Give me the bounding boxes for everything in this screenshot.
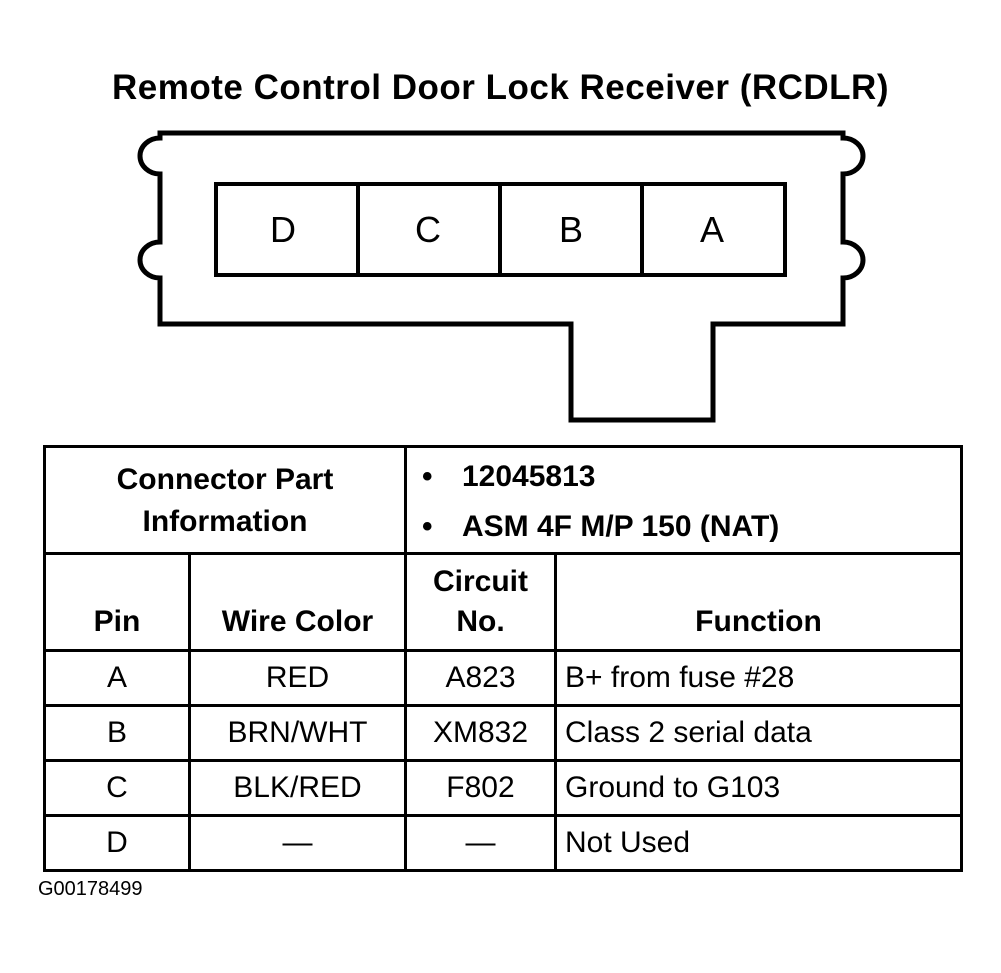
header-circuit-no: Circuit No. — [404, 552, 557, 652]
bullet-icon: • — [422, 510, 433, 543]
diagram-title: Remote Control Door Lock Receiver (RCDLR… — [112, 68, 889, 107]
cavity-label-c: C — [415, 209, 441, 250]
part-info-item: • ASM 4F M/P 150 (NAT) — [422, 502, 960, 552]
cell-pin: D — [43, 814, 191, 872]
cell-wire-color: BLK/RED — [188, 759, 407, 817]
table-row: A RED A823 B+ from fuse #28 — [43, 649, 963, 707]
header-circuit-line1: Circuit — [432, 565, 528, 598]
part-info-label-cell: Connector Part Information — [43, 445, 407, 555]
cell-circuit: A823 — [404, 649, 557, 707]
cell-function: Ground to G103 — [554, 759, 963, 817]
header-wire-color: Wire Color — [188, 552, 407, 652]
cell-pin: A — [43, 649, 191, 707]
cell-function: Class 2 serial data — [554, 704, 963, 762]
cell-circuit: F802 — [404, 759, 557, 817]
cavity-label-a: A — [700, 209, 724, 250]
figure-id: G00178499 — [38, 878, 143, 900]
cell-wire-color: — — [188, 814, 407, 872]
part-info-label: Connector Part Information — [116, 463, 334, 538]
cavity-label-d: D — [270, 209, 296, 250]
cavity-label-b: B — [559, 209, 583, 250]
connector-pin-table: Connector Part Information • 12045813 • … — [43, 445, 963, 872]
cell-wire-color: BRN/WHT — [188, 704, 407, 762]
cell-pin: B — [43, 704, 191, 762]
part-number: 12045813 — [462, 460, 596, 493]
table-row: B BRN/WHT XM832 Class 2 serial data — [43, 704, 963, 762]
connector-outline-diagram: D C B A — [137, 130, 866, 423]
cell-circuit: XM832 — [404, 704, 557, 762]
cell-function: Not Used — [554, 814, 963, 872]
part-info-row: Connector Part Information • 12045813 • … — [43, 445, 963, 555]
cell-wire-color: RED — [188, 649, 407, 707]
bullet-icon: • — [422, 460, 433, 493]
header-circuit-line2: No. — [456, 605, 505, 638]
part-info-item: • 12045813 — [422, 452, 960, 502]
cell-function: B+ from fuse #28 — [554, 649, 963, 707]
table-row: C BLK/RED F802 Ground to G103 — [43, 759, 963, 817]
table-row: D — — Not Used — [43, 814, 963, 872]
connector-housing — [137, 130, 866, 423]
cell-pin: C — [43, 759, 191, 817]
header-pin: Pin — [43, 552, 191, 652]
part-info-values-cell: • 12045813 • ASM 4F M/P 150 (NAT) — [404, 445, 963, 555]
part-assembly: ASM 4F M/P 150 (NAT) — [462, 510, 780, 543]
part-info-list: • 12045813 • ASM 4F M/P 150 (NAT) — [407, 448, 960, 552]
cell-circuit: — — [404, 814, 557, 872]
table-header-row: Pin Wire Color Circuit No. Function — [43, 552, 963, 652]
header-function: Function — [554, 552, 963, 652]
